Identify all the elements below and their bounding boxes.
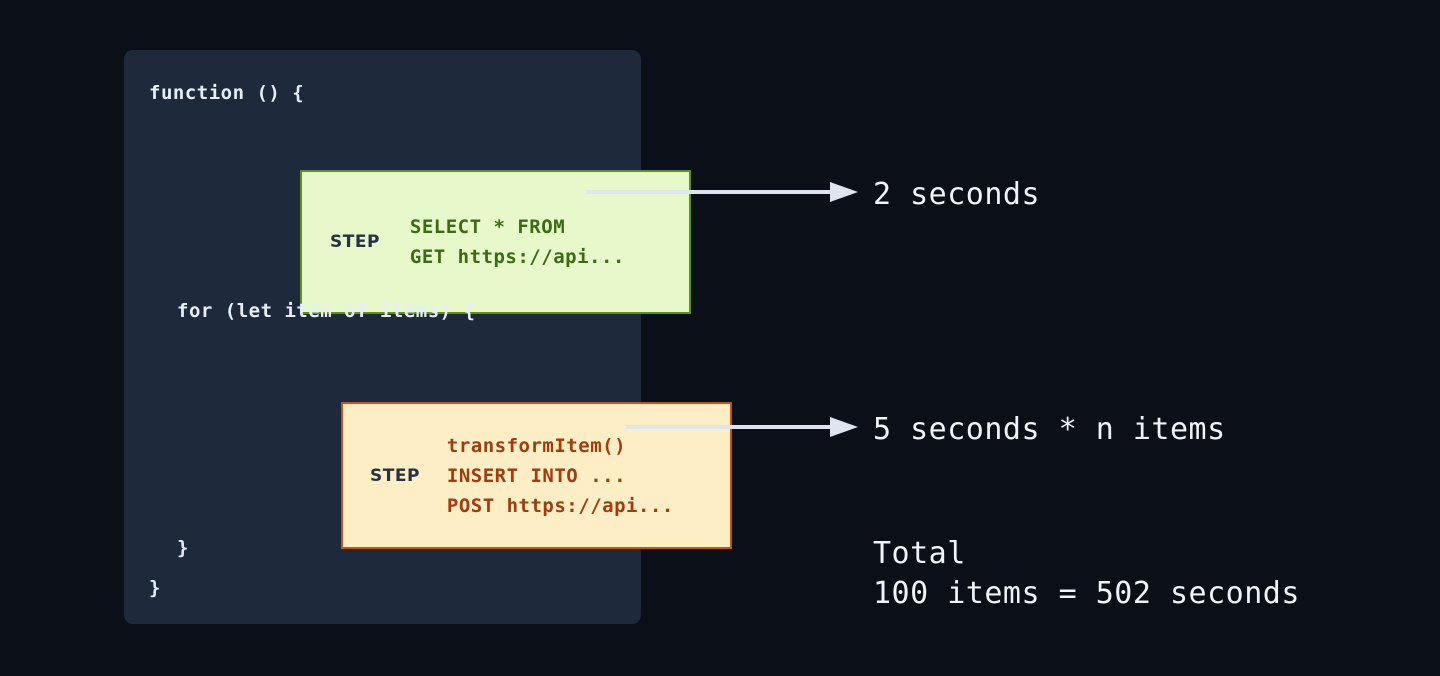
code-line-for-open: for (let item of items) { xyxy=(177,300,476,322)
annotation-total: Total 100 items = 502 seconds xyxy=(873,536,1300,611)
step-box-1[interactable]: STEP SELECT * FROM GET https://api... xyxy=(300,170,691,314)
annotation-step-2-cost: 5 seconds * n items xyxy=(873,412,1226,447)
step-box-2[interactable]: STEP transformItem() INSERT INTO ... POS… xyxy=(341,402,732,549)
step-code-lines-1: SELECT * FROM GET https://api... xyxy=(409,216,625,268)
step-code-lines-2: transformItem() INSERT INTO ... POST htt… xyxy=(446,434,674,517)
code-panel: function () { STEP SELECT * FROM GET htt… xyxy=(124,50,732,624)
step-badge-label-2: STEP xyxy=(370,465,420,486)
annotation-step-1-cost: 2 seconds xyxy=(873,177,1041,212)
code-line-function-close: } xyxy=(149,577,161,599)
step-badge-label-1: STEP xyxy=(330,232,380,252)
code-line-function-open: function () { xyxy=(149,82,305,104)
code-line-for-close: } xyxy=(177,537,189,559)
